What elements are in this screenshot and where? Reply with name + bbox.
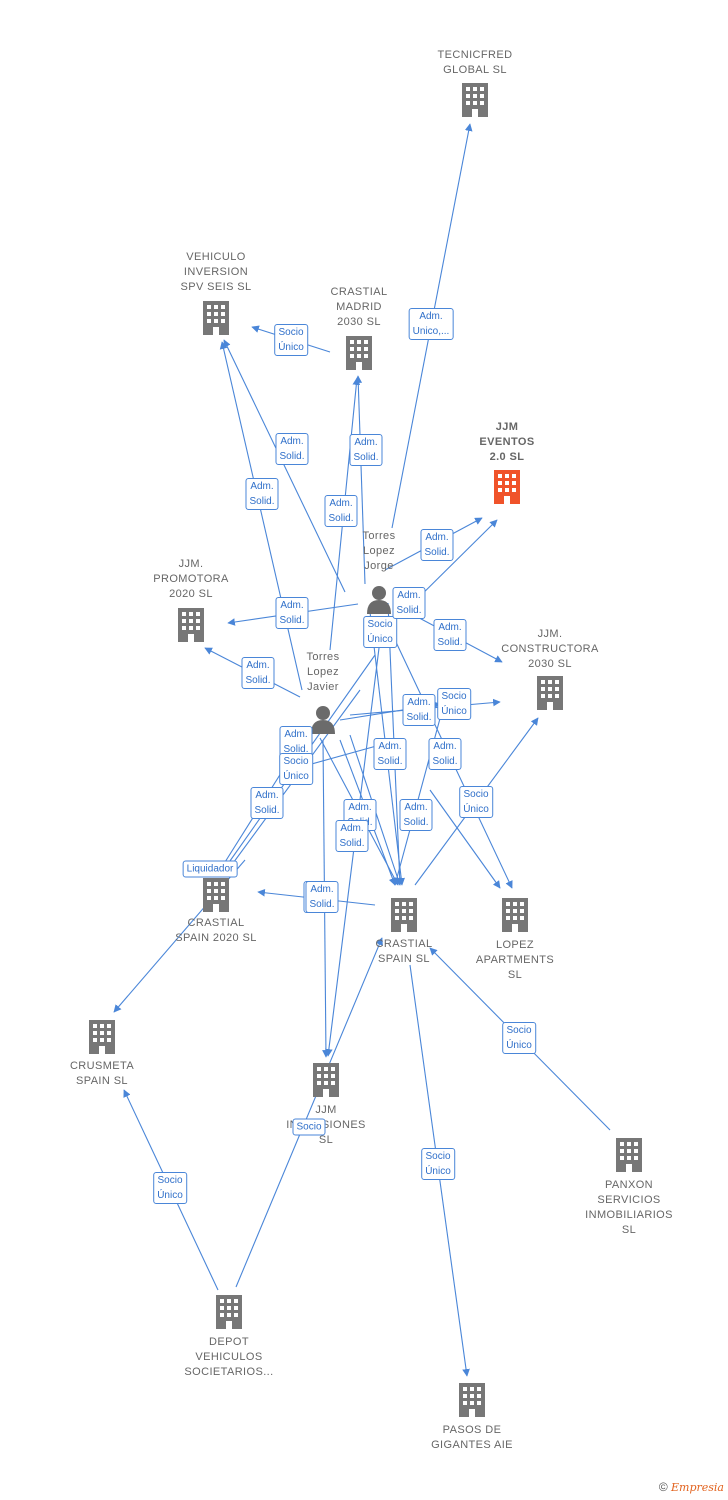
node-label-crastial_madrid[interactable]: CRASTIAL MADRID 2030 SL [330, 286, 388, 328]
node-label-jjm_promotora[interactable]: JJM. PROMOTORA 2020 SL [153, 558, 229, 600]
edge-label: Adm. Solid. [392, 587, 426, 619]
node-label-panxon[interactable]: PANXON SERVICIOS INMOBILIARIOS SL [585, 1179, 673, 1236]
empresia-logo[interactable]: Empresia [671, 1481, 724, 1494]
building-icon[interactable] [391, 898, 417, 932]
footer-brand: © Empresia [659, 1480, 724, 1494]
building-icon[interactable] [502, 898, 528, 932]
edge-label: Socio Único [459, 786, 493, 818]
edge-label: Socio Único [153, 1172, 187, 1204]
building-icon[interactable] [494, 470, 520, 504]
edge-label: Adm. Solid. [250, 787, 284, 819]
edge-label: Adm. Solid. [241, 657, 275, 689]
edge-label: Adm. Solid. [324, 495, 358, 527]
relation-edge [393, 699, 446, 886]
relation-edge [429, 789, 501, 889]
edge-label: Socio Único [421, 1148, 455, 1180]
node-label-crastial_spain_2020[interactable]: CRASTIAL SPAIN 2020 SL [175, 917, 257, 944]
node-label-torres_javier[interactable]: Torres Lopez Javier [306, 651, 340, 693]
edge-label: Adm. Solid. [335, 820, 369, 852]
edge-label: Adm. Solid. [275, 433, 309, 465]
edge-label: Adm. Solid. [275, 597, 309, 629]
copyright-symbol: © [658, 1480, 668, 1494]
building-icon[interactable] [459, 1383, 485, 1417]
relation-edge [235, 937, 383, 1288]
node-label-crusmeta[interactable]: CRUSMETA SPAIN SL [69, 1060, 135, 1087]
edge-label: Adm. Solid. [399, 799, 433, 831]
edge-label: Adm. Solid. [349, 434, 383, 466]
edge-label: Socio Único [437, 688, 471, 720]
node-label-torres_jorge[interactable]: Torres Lopez Jorge [362, 530, 396, 572]
edge-label: Socio Único [274, 324, 308, 356]
node-label-pasos[interactable]: PASOS DE GIGANTES AIE [431, 1424, 513, 1451]
node-label-jjm_constructora[interactable]: JJM. CONSTRUCTORA 2030 SL [501, 628, 599, 670]
edge-label: Adm. Solid. [428, 738, 462, 770]
building-icon[interactable] [178, 608, 204, 642]
building-icon[interactable] [89, 1020, 115, 1054]
node-label-vehiculo[interactable]: VEHICULO INVERSION SPV SEIS SL [180, 251, 252, 293]
relation-edge [223, 339, 346, 593]
building-icon[interactable] [346, 336, 372, 370]
relation-edge [219, 341, 303, 691]
edge-label: Socio Único [279, 753, 313, 785]
edge-label: Socio Único [363, 616, 397, 648]
building-icon[interactable] [313, 1063, 339, 1097]
edge-label: Adm. Solid. [245, 478, 279, 510]
person-icon[interactable] [311, 706, 335, 734]
edge-label: Adm. Solid. [373, 738, 407, 770]
node-label-jjm_eventos[interactable]: JJM EVENTOS 2.0 SL [479, 421, 535, 463]
edge-label: Adm. Solid. [433, 619, 467, 651]
building-icon[interactable] [203, 301, 229, 335]
building-icon[interactable] [537, 676, 563, 710]
building-icon[interactable] [203, 878, 229, 912]
edge-label: Socio [292, 1118, 326, 1136]
edge-label: Liquidador [182, 860, 238, 878]
node-label-crastial_spain[interactable]: CRASTIAL SPAIN SL [375, 938, 433, 965]
building-icon[interactable] [462, 83, 488, 117]
edge-label: Adm. Solid. [305, 881, 339, 913]
node-label-depot[interactable]: DEPOT VEHICULOS SOCIETARIOS... [184, 1336, 274, 1378]
person-icon[interactable] [367, 586, 391, 614]
edge-label: Adm. Solid. [402, 694, 436, 726]
node-label-tecnicfred[interactable]: TECNICFRED GLOBAL SL [437, 49, 513, 76]
building-icon[interactable] [616, 1138, 642, 1172]
edge-label: Adm. Solid. [279, 726, 313, 758]
edge-label: Socio Único [502, 1022, 536, 1054]
node-label-lopez_apartments[interactable]: LOPEZ APARTMENTS SL [475, 939, 555, 981]
building-icon[interactable] [216, 1295, 242, 1329]
relation-edge [354, 375, 366, 585]
edge-label: Adm. Unico,... [408, 308, 454, 340]
edge-label: Adm. Solid. [420, 529, 454, 561]
